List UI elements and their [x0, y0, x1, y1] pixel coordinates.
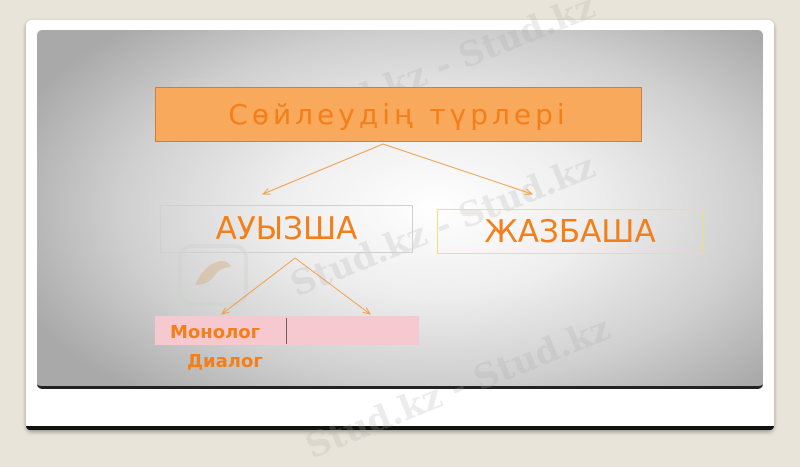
- text-cursor: [286, 318, 287, 344]
- branch-oral-box: АУЫЗША: [160, 205, 413, 253]
- branch-written-box: ЖАЗБАША: [437, 209, 703, 254]
- arrow-to-dialog: [294, 257, 370, 314]
- branch-oral-label: АУЫЗША: [215, 211, 358, 247]
- arrow-to-oral: [263, 143, 384, 194]
- diagram-title: Сөйлеудің түрлері: [228, 98, 569, 131]
- connector-arrows: [0, 143, 800, 450]
- arrow-to-monolog: [222, 257, 296, 314]
- sub-item-dialog: Диалог: [187, 351, 263, 372]
- title-box: Сөйлеудің түрлері: [155, 87, 642, 142]
- sub-item-monolog: Монолог: [170, 322, 261, 343]
- sub-items-bar: [155, 316, 419, 345]
- branch-written-label: ЖАЗБАША: [484, 213, 656, 250]
- arrow-to-written: [382, 143, 532, 194]
- frame-shadow-line: [26, 426, 774, 430]
